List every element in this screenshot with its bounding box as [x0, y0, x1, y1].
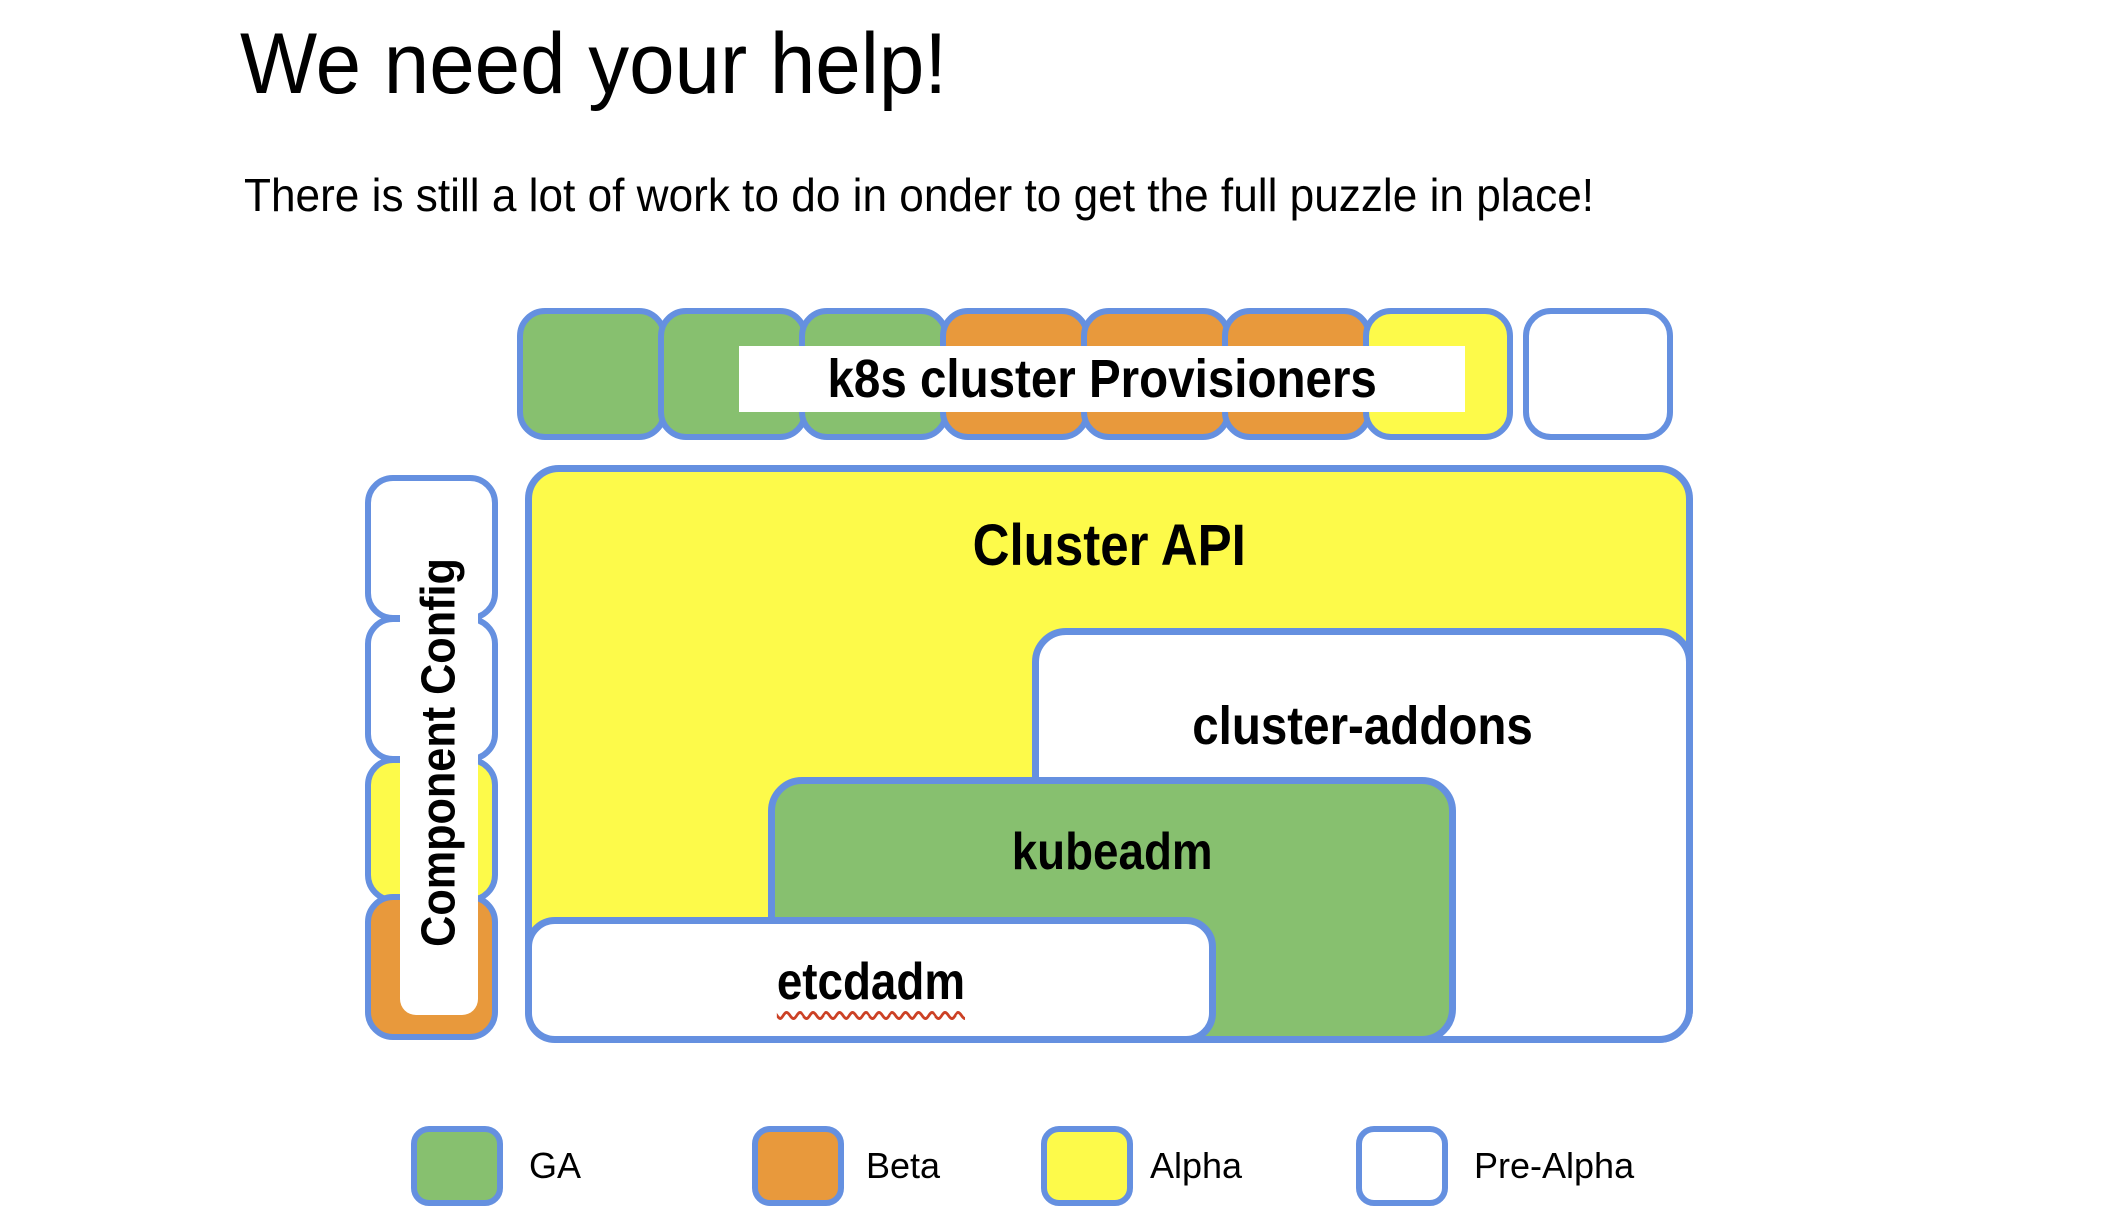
legend-label-pre_alpha: Pre-Alpha	[1474, 1145, 1635, 1186]
etcdadm-label-wrap: etcdadm	[532, 952, 1209, 1012]
cluster-addons-label-wrap: cluster-addons	[1039, 695, 1686, 757]
legend-swatch-pre_alpha	[1356, 1126, 1448, 1206]
provisioners-label-text: k8s cluster Provisioners	[827, 349, 1377, 409]
kubeadm-label-wrap: kubeadm	[775, 822, 1449, 882]
cluster-api-label: Cluster API	[972, 513, 1246, 578]
cluster-api-label-wrap: Cluster API	[532, 512, 1686, 579]
legend-swatch-alpha	[1041, 1126, 1133, 1206]
provisioners-label: k8s cluster Provisioners	[739, 346, 1465, 412]
kubeadm-label: kubeadm	[1011, 823, 1213, 881]
legend-label-alpha: Alpha	[1150, 1145, 1243, 1186]
legend-swatch-ga	[411, 1126, 503, 1206]
legend-label-beta: Beta	[866, 1145, 941, 1186]
legend-swatch-beta	[752, 1126, 844, 1206]
subtitle: There is still a lot of work to do in on…	[244, 169, 1595, 221]
status-square-ga	[517, 308, 667, 440]
legend-label-ga: GA	[529, 1145, 582, 1186]
status-square-pre_alpha	[1523, 308, 1673, 440]
page-title: We need your help!	[240, 16, 948, 112]
component-config-label: Component Config	[412, 558, 466, 947]
cluster-addons-label: cluster-addons	[1192, 696, 1533, 756]
etcdadm-label: etcdadm	[776, 953, 965, 1011]
etcdadm-box: etcdadm	[525, 917, 1216, 1043]
component-config-label-box: Component Config	[400, 490, 478, 1015]
